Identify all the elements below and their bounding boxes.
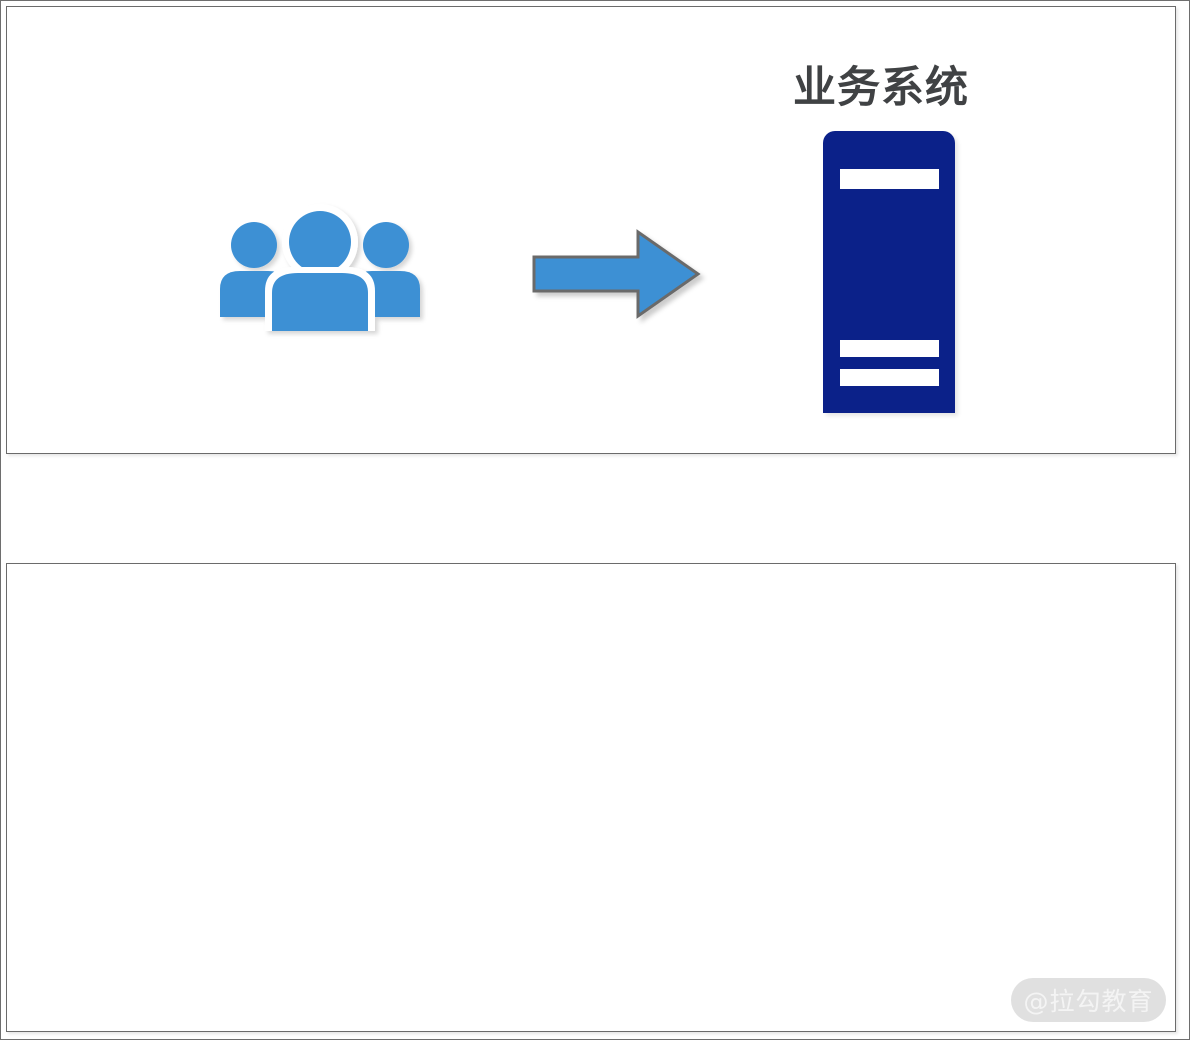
watermark-badge: @拉勾教育 bbox=[1011, 978, 1166, 1022]
watermark-text: @拉勾教育 bbox=[1023, 987, 1154, 1016]
right-block-arrow-icon bbox=[532, 229, 701, 319]
server-slot-bottom bbox=[839, 369, 939, 386]
panel-cluster: 业务系统集群 bbox=[6, 563, 1176, 1032]
server-slot-top bbox=[839, 169, 939, 189]
server-slot-mid bbox=[839, 340, 939, 357]
users-group-icon bbox=[210, 204, 430, 331]
server-tower bbox=[823, 131, 955, 413]
panel-single-node: 业务系统 bbox=[6, 6, 1176, 454]
panel-title-single-node: 业务系统 bbox=[793, 63, 969, 113]
